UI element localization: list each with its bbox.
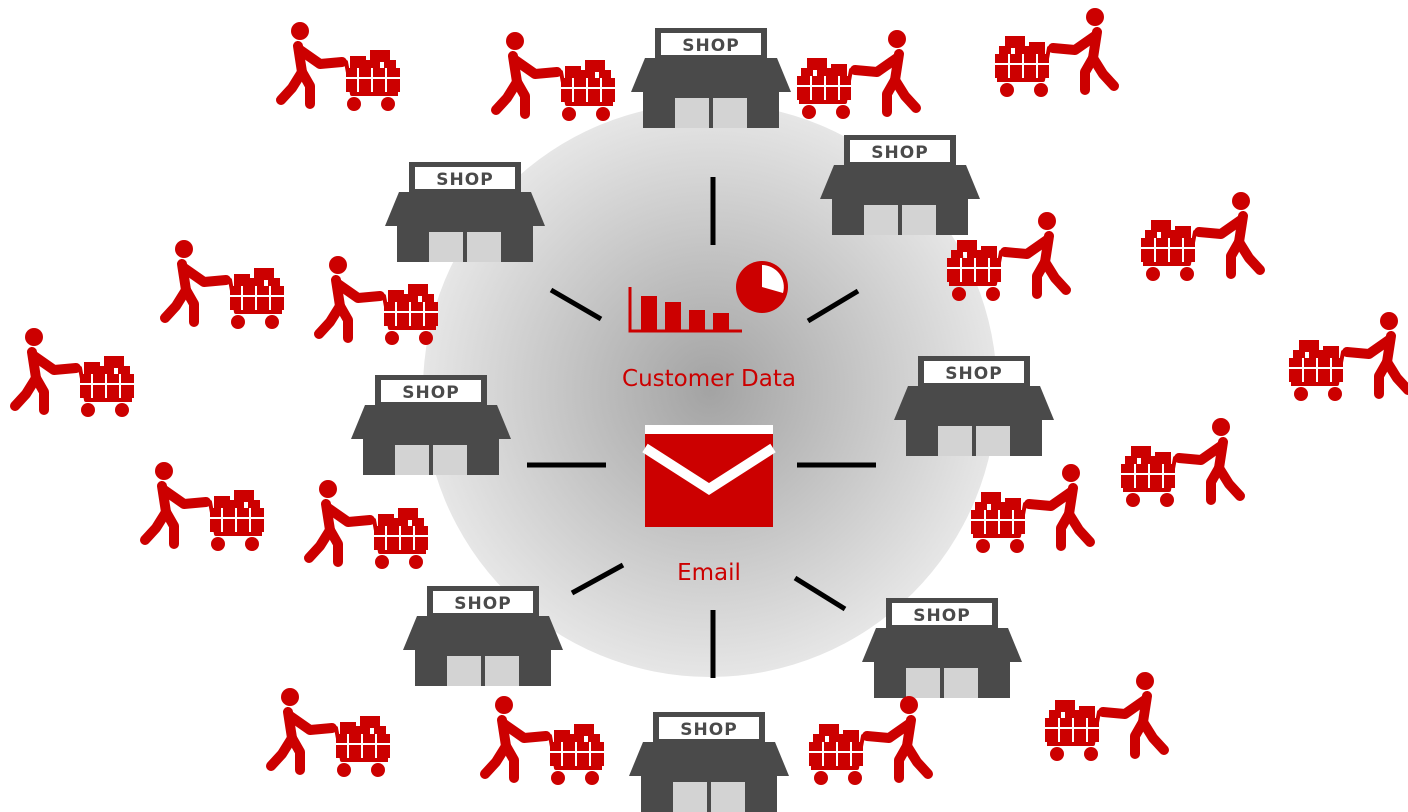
envelope-icon [642, 425, 776, 527]
shopper-with-cart-17 [485, 696, 604, 785]
shopping-cart-person-icon [995, 8, 1114, 97]
shop-6: SHOP [403, 586, 563, 686]
shopper-with-cart-4 [995, 8, 1114, 97]
shop-sign-label: SHOP [871, 143, 928, 163]
shopper-with-cart-10 [15, 328, 134, 417]
shopper-with-cart-3 [797, 30, 916, 119]
shopping-cart-person-icon [309, 480, 428, 569]
shopper-with-cart-7 [1289, 312, 1408, 401]
shopping-cart-person-icon [281, 22, 400, 111]
bar-pie-chart-icon [628, 261, 788, 333]
shopper-with-cart-15 [1045, 672, 1164, 761]
shop-sign-label: SHOP [454, 594, 511, 614]
shopping-cart-person-icon [1121, 418, 1240, 507]
shop-sign-label: SHOP [402, 383, 459, 403]
shopping-cart-person-icon [165, 240, 284, 329]
shop-3: SHOP [820, 135, 980, 235]
shop-4: SHOP [351, 375, 511, 475]
hub-spokes [527, 177, 876, 678]
shop-2: SHOP [385, 162, 545, 262]
shopping-cart-person-icon [1289, 312, 1408, 401]
shopping-cart-person-icon [971, 464, 1090, 553]
shopper-with-cart-12 [971, 464, 1090, 553]
customer-data-label: Customer Data [622, 366, 796, 392]
shopping-cart-person-icon [271, 688, 390, 777]
shopper-with-cart-14 [309, 480, 428, 569]
spoke-upper-right [806, 288, 860, 324]
shop-sign-label: SHOP [680, 720, 737, 740]
shopping-cart-person-icon [1045, 672, 1164, 761]
shopper-with-cart-18 [809, 696, 928, 785]
shop-7: SHOP [862, 598, 1022, 698]
spoke-upper-left [549, 287, 603, 322]
shop-5: SHOP [894, 356, 1054, 456]
shopping-cart-person-icon [496, 32, 615, 121]
shopping-cart-person-icon [1141, 192, 1260, 281]
shopper-with-cart-6 [1141, 192, 1260, 281]
shopping-cart-person-icon [319, 256, 438, 345]
shop-sign-label: SHOP [682, 36, 739, 56]
shop-1: SHOP [631, 28, 791, 128]
shopping-cart-person-icon [15, 328, 134, 417]
shopping-cart-person-icon [809, 696, 928, 785]
shops-group: SHOP SHOP SHOP SHOP SHOP SHOP SHOP SHOP [351, 28, 1054, 812]
spoke-lower-left [570, 562, 625, 596]
shopper-with-cart-2 [496, 32, 615, 121]
shopping-cart-person-icon [145, 462, 264, 551]
shopper-with-cart-13 [145, 462, 264, 551]
spoke-lower-right [793, 575, 847, 612]
shop-sign-label: SHOP [913, 606, 970, 626]
shop-8: SHOP [629, 712, 789, 812]
shopper-with-cart-16 [271, 688, 390, 777]
shopping-cart-person-icon [797, 30, 916, 119]
shopper-with-cart-11 [1121, 418, 1240, 507]
shop-sign-label: SHOP [436, 170, 493, 190]
shopper-with-cart-8 [165, 240, 284, 329]
shopping-cart-person-icon [485, 696, 604, 785]
shopper-with-cart-9 [319, 256, 438, 345]
shop-sign-label: SHOP [945, 364, 1002, 384]
shopper-with-cart-1 [281, 22, 400, 111]
email-label: Email [677, 560, 741, 586]
hub-circle [423, 103, 997, 677]
